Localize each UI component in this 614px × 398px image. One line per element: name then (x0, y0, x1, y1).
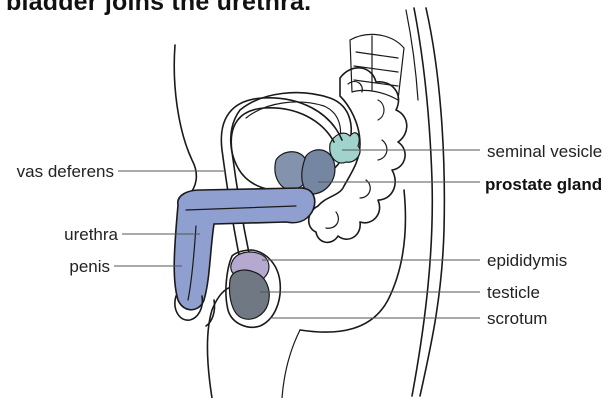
label-seminal-vesicle: seminal vesicle (487, 142, 602, 161)
label-scrotum: scrotum (487, 309, 547, 328)
scrotum-group (226, 250, 280, 327)
label-vas-deferens: vas deferens (17, 162, 114, 181)
label-testicle: testicle (487, 283, 540, 302)
testicle-shape (230, 270, 270, 319)
label-penis: penis (69, 257, 110, 276)
label-urethra: urethra (64, 225, 118, 244)
label-epididymis: epididymis (487, 251, 567, 270)
seminal-vesicle-shape (330, 133, 360, 163)
label-prostate-gland: prostate gland (485, 175, 602, 194)
prostate-gland-shape (302, 150, 335, 194)
